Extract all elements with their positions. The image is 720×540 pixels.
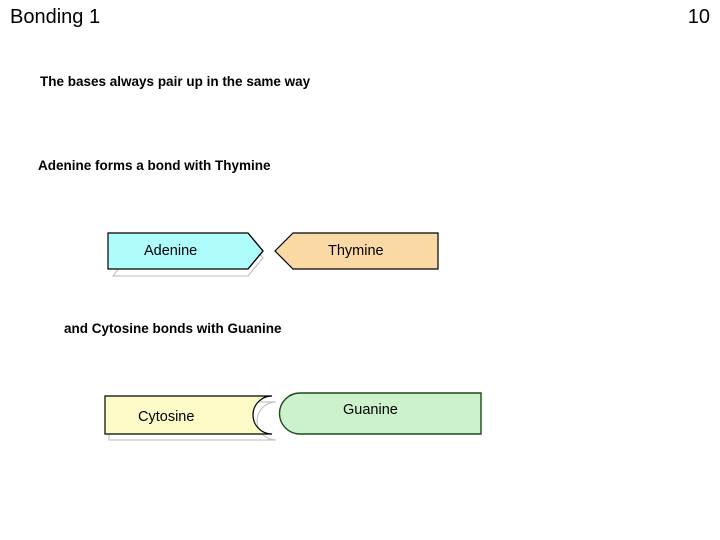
body-text-line-3: and Cytosine bonds with Guanine: [64, 321, 282, 336]
adenine-notch-edge: [247, 232, 264, 270]
cytosine-shape[interactable]: [104, 395, 273, 435]
base-pair-adenine-thymine: Adenine Thymine: [100, 225, 450, 283]
body-text-line-1: The bases always pair up in the same way: [40, 74, 311, 89]
cytosine-shadow: [108, 401, 277, 441]
body-text-line-2: Adenine forms a bond with Thymine: [38, 158, 271, 173]
base-pair-cytosine-guanine: Cytosine Guanine: [100, 388, 490, 446]
adenine-shape[interactable]: [107, 232, 264, 270]
thymine-shape[interactable]: [274, 232, 439, 270]
guanine-shape[interactable]: [278, 392, 482, 435]
adenine-thymine-shapes: [107, 232, 439, 277]
slide-number: 10: [687, 6, 710, 28]
cytosine-guanine-shapes: [104, 392, 482, 441]
page-title: Bonding 1: [10, 6, 101, 28]
